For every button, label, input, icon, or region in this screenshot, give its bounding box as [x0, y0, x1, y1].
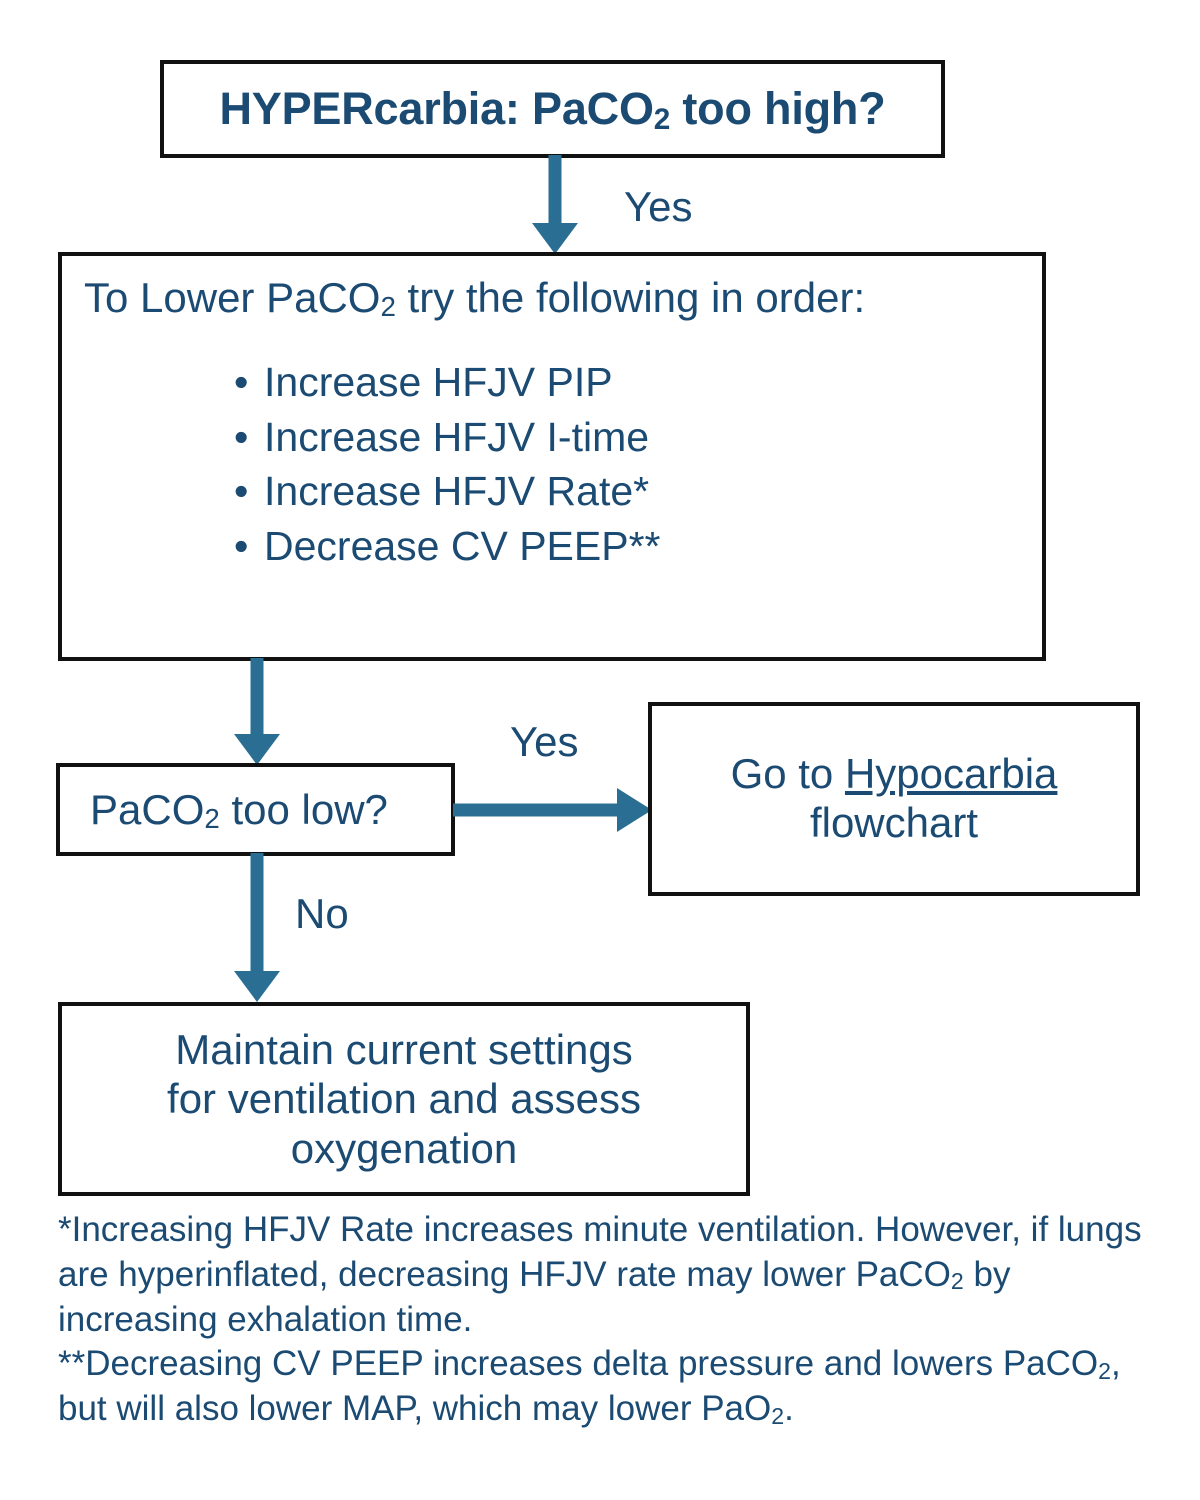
node-hypercarbia-title: HYPERcarbia: PaCO2 too high?: [160, 60, 945, 158]
footnote-double-asterisk: **Decreasing CV PEEP increases delta pre…: [58, 1344, 1121, 1429]
subscript-2: 2: [1098, 1358, 1111, 1385]
hypocarbia-link-text[interactable]: Hypocarbia: [844, 750, 1058, 798]
subscript-2: 2: [950, 1268, 964, 1295]
list-item: • Increase HFJV PIP: [84, 355, 1020, 410]
bullet-dot-icon: •: [234, 413, 249, 460]
bullet-dot-icon: •: [234, 359, 249, 406]
node-paco2-too-low-text: PaCO2 too low?: [90, 785, 388, 834]
list-item: • Decrease CV PEEP**: [84, 519, 1020, 574]
lower-paco2-bullet-list: • Increase HFJV PIP • Increase HFJV I-time…: [84, 355, 1020, 573]
node-hypercarbia-title-text: HYPERcarbia: PaCO2 too high?: [219, 83, 886, 136]
edge-label-yes-title: Yes: [624, 183, 693, 230]
subscript-2: 2: [204, 802, 220, 834]
footnotes-block: *Increasing HFJV Rate increases minute v…: [58, 1208, 1158, 1432]
bullet-dot-icon: •: [234, 522, 249, 569]
list-item-label: Increase HFJV Rate*: [264, 468, 650, 515]
subscript-2: 2: [653, 102, 671, 136]
list-item: • Increase HFJV I-time: [84, 410, 1020, 465]
arrow-question-to-maintain: [234, 853, 280, 1002]
arrow-question-to-hypocarbia: [453, 788, 652, 832]
node-paco2-too-low-question: PaCO2 too low?: [56, 763, 455, 856]
bullet-dot-icon: •: [234, 468, 249, 515]
list-item-label: Increase HFJV I-time: [264, 413, 650, 460]
arrow-title-to-lower: [532, 155, 578, 254]
arrow-lower-to-question: [234, 658, 280, 765]
list-item-label: Increase HFJV PIP: [264, 359, 613, 406]
node-lower-paco2: To Lower PaCO2 try the following in orde…: [58, 252, 1046, 661]
list-item-label: Decrease CV PEEP**: [264, 522, 661, 569]
list-item: • Increase HFJV Rate*: [84, 464, 1020, 519]
edge-label-yes-question: Yes: [510, 718, 579, 765]
subscript-2: 2: [771, 1402, 785, 1429]
edge-label-no-question: No: [295, 890, 349, 937]
node-lower-paco2-heading: To Lower PaCO2 try the following in orde…: [84, 274, 866, 323]
subscript-2: 2: [380, 291, 396, 323]
footnote-single-asterisk: *Increasing HFJV Rate increases minute v…: [58, 1210, 1142, 1339]
